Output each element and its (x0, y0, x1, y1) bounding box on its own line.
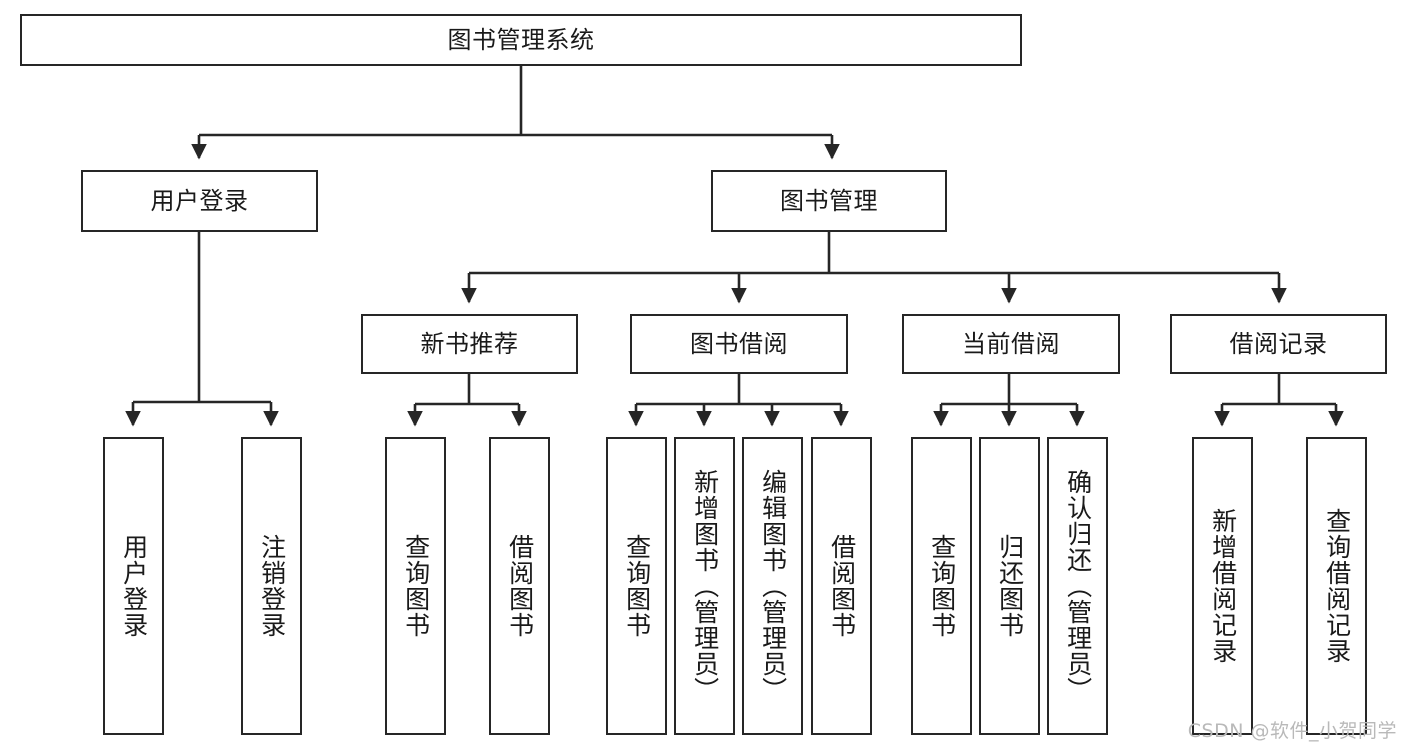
node-leaf-query-book-2-label: 查询图书 (622, 534, 652, 638)
node-leaf-query-book-3[interactable]: 查询图书 (911, 437, 972, 735)
node-leaf-borrow-book-2-label: 借阅图书 (827, 534, 857, 638)
node-new-book-recommend[interactable]: 新书推荐 (361, 314, 578, 374)
node-leaf-add-record[interactable]: 新增借阅记录 (1192, 437, 1253, 735)
node-leaf-add-book-label: 新增图书（管理员） (690, 469, 720, 703)
watermark: CSDN @软件_小贺同学 (1187, 720, 1397, 742)
node-book-management[interactable]: 图书管理 (711, 170, 947, 232)
node-leaf-query-book-1[interactable]: 查询图书 (385, 437, 446, 735)
node-leaf-edit-book-label: 编辑图书（管理员） (758, 469, 788, 703)
node-leaf-query-book-1-label: 查询图书 (401, 534, 431, 638)
node-current-borrow-label: 当前借阅 (962, 329, 1060, 358)
node-new-book-recommend-label: 新书推荐 (420, 329, 519, 358)
node-leaf-logout-login-label: 注销登录 (257, 534, 287, 638)
node-leaf-add-record-label: 新增借阅记录 (1208, 508, 1238, 664)
node-current-borrow[interactable]: 当前借阅 (902, 314, 1120, 374)
node-leaf-borrow-book-1[interactable]: 借阅图书 (489, 437, 550, 735)
node-leaf-logout-login[interactable]: 注销登录 (241, 437, 302, 735)
node-leaf-add-book[interactable]: 新增图书（管理员） (674, 437, 735, 735)
node-leaf-query-record-label: 查询借阅记录 (1322, 508, 1352, 664)
node-book-borrow[interactable]: 图书借阅 (630, 314, 848, 374)
node-root-label: 图书管理系统 (447, 25, 595, 54)
node-borrow-record-label: 借阅记录 (1229, 329, 1328, 358)
node-leaf-query-book-2[interactable]: 查询图书 (606, 437, 667, 735)
node-user-login[interactable]: 用户登录 (81, 170, 318, 232)
node-leaf-borrow-book-2[interactable]: 借阅图书 (811, 437, 872, 735)
node-root[interactable]: 图书管理系统 (20, 14, 1022, 66)
node-leaf-return-book[interactable]: 归还图书 (979, 437, 1040, 735)
node-leaf-user-login[interactable]: 用户登录 (103, 437, 164, 735)
node-leaf-query-book-3-label: 查询图书 (927, 534, 957, 638)
node-leaf-confirm-return-label: 确认归还（管理员） (1063, 469, 1093, 703)
node-borrow-record[interactable]: 借阅记录 (1170, 314, 1387, 374)
node-leaf-user-login-label: 用户登录 (119, 534, 149, 638)
node-user-login-label: 用户登录 (150, 186, 249, 215)
node-leaf-confirm-return[interactable]: 确认归还（管理员） (1047, 437, 1108, 735)
node-book-management-label: 图书管理 (780, 186, 878, 215)
node-leaf-query-record[interactable]: 查询借阅记录 (1306, 437, 1367, 735)
node-leaf-return-book-label: 归还图书 (995, 534, 1025, 638)
node-leaf-edit-book[interactable]: 编辑图书（管理员） (742, 437, 803, 735)
node-leaf-borrow-book-1-label: 借阅图书 (505, 534, 535, 638)
node-book-borrow-label: 图书借阅 (690, 329, 788, 358)
